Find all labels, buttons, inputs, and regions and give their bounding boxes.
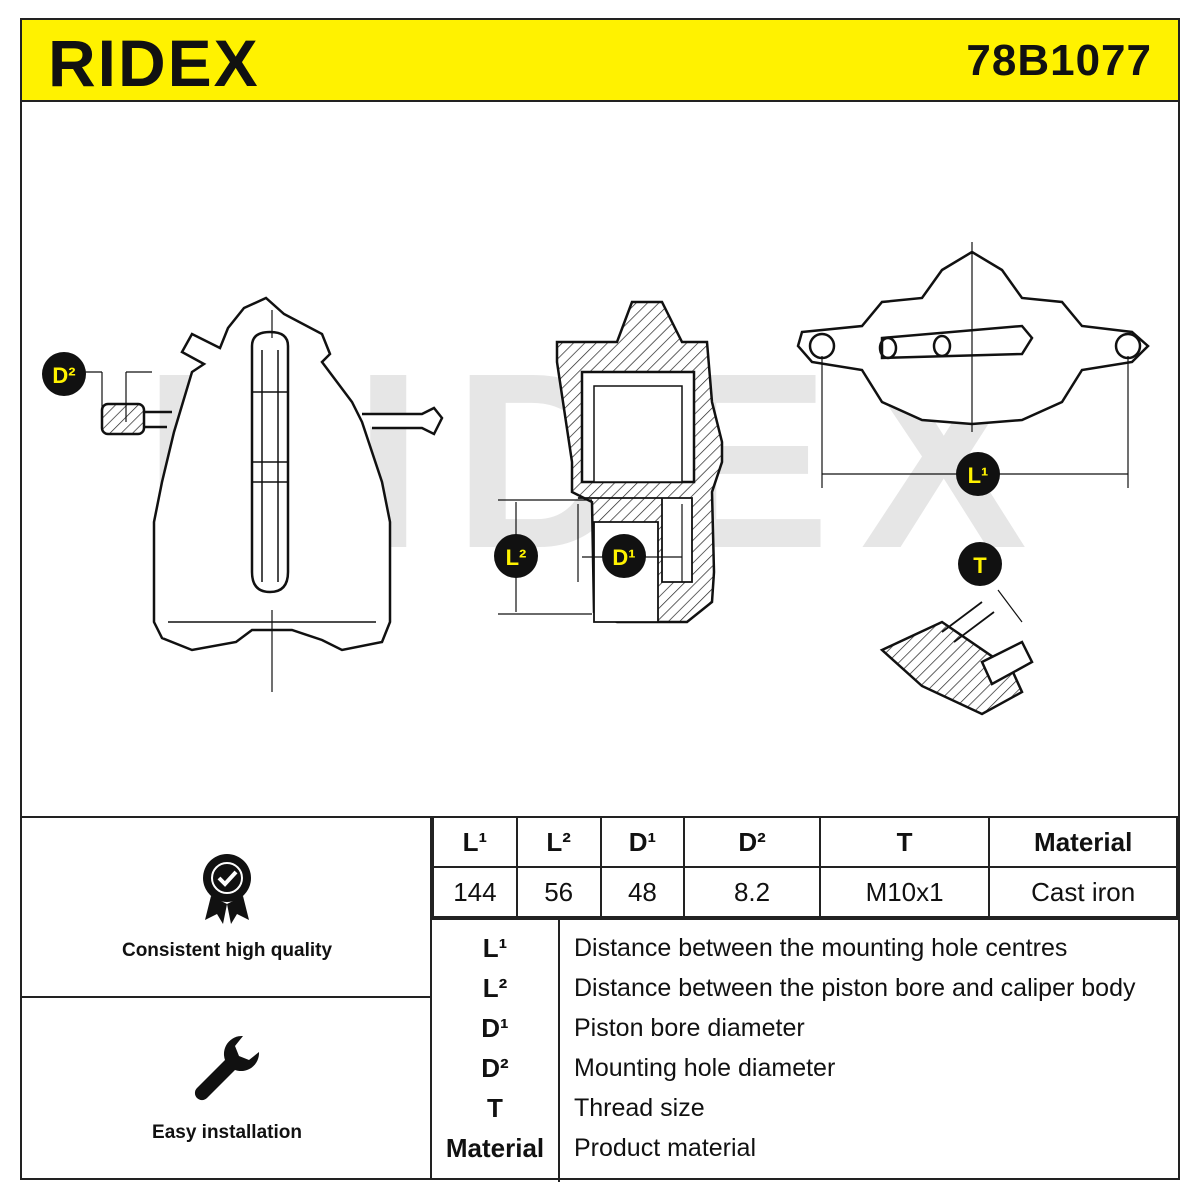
wrench-icon bbox=[194, 1035, 260, 1101]
l1-dimension-label: L¹ bbox=[956, 452, 1000, 496]
feature-label-quality: Consistent high quality bbox=[121, 940, 333, 961]
legend-description: Thread size bbox=[574, 1094, 705, 1122]
legend-description: Distance between the piston bore and cal… bbox=[574, 974, 1136, 1002]
feature-label-installation: Easy installation bbox=[152, 1122, 302, 1143]
header-bar: RIDEX 78B1077 bbox=[22, 20, 1178, 102]
legend-row: T Thread size bbox=[432, 1088, 1178, 1128]
product-sheet-frame: RIDEX 78B1077 RIDEX bbox=[20, 18, 1180, 1182]
svg-text:L²: L² bbox=[506, 545, 527, 570]
spec-header: L² bbox=[515, 816, 602, 868]
l2-dimension-label: L² bbox=[494, 534, 538, 578]
spec-header: T bbox=[818, 816, 991, 868]
legend-description: Piston bore diameter bbox=[574, 1014, 805, 1042]
spec-table-value-row: 144 56 48 8.2 M10x1 Cast iron bbox=[432, 866, 1178, 918]
legend-key: D² bbox=[481, 1053, 509, 1083]
legend-row: L² Distance between the piston bore and … bbox=[432, 968, 1178, 1008]
svg-text:D²: D² bbox=[52, 363, 75, 388]
spec-header: D¹ bbox=[599, 816, 686, 868]
legend-key: D¹ bbox=[481, 1013, 509, 1043]
legend-key: L¹ bbox=[482, 933, 508, 963]
legend-row: L¹ Distance between the mounting hole ce… bbox=[432, 928, 1178, 968]
legend-divider bbox=[558, 920, 560, 1182]
spec-value: Cast iron bbox=[988, 866, 1178, 918]
thread-detail-view bbox=[879, 589, 1034, 716]
spec-header: L¹ bbox=[432, 816, 518, 868]
legend-row: D² Mounting hole diameter bbox=[432, 1048, 1178, 1088]
legend-key: T bbox=[487, 1093, 503, 1123]
legend-description: Product material bbox=[574, 1134, 757, 1162]
spec-header: D² bbox=[683, 816, 821, 868]
quality-badge-icon bbox=[203, 854, 251, 924]
legend-row: Material Product material bbox=[432, 1128, 1178, 1168]
legend-key: L² bbox=[482, 973, 508, 1003]
spec-header: Material bbox=[988, 816, 1178, 868]
caliper-top-view bbox=[796, 242, 1150, 488]
technical-drawing: RIDEX D² bbox=[22, 102, 1178, 814]
caliper-drawing-svg: RIDEX D² bbox=[42, 242, 1150, 716]
svg-text:D¹: D¹ bbox=[612, 545, 635, 570]
legend-description: Mounting hole diameter bbox=[574, 1054, 836, 1082]
feature-installation: Easy installation bbox=[22, 998, 432, 1180]
feature-quality: Consistent high quality bbox=[22, 816, 432, 998]
spec-value: 8.2 bbox=[683, 866, 821, 918]
part-number: 78B1077 bbox=[966, 36, 1152, 85]
spec-value: 56 bbox=[515, 866, 602, 918]
spec-value: 48 bbox=[599, 866, 686, 918]
legend-key: Material bbox=[445, 1133, 545, 1163]
d2-dimension-label: D² bbox=[42, 352, 86, 396]
caliper-front-view bbox=[84, 296, 444, 692]
dimension-legend: L¹ Distance between the mounting hole ce… bbox=[432, 918, 1178, 1182]
spec-table-header-row: L¹ L² D¹ D² T Material bbox=[432, 816, 1178, 868]
svg-text:L¹: L¹ bbox=[968, 463, 989, 488]
brand-text: RIDEX bbox=[48, 28, 260, 96]
t-dimension-label: T bbox=[958, 542, 1002, 586]
svg-text:T: T bbox=[973, 553, 987, 578]
ridex-logo: RIDEX bbox=[48, 28, 260, 96]
legend-description: Distance between the mounting hole centr… bbox=[574, 934, 1068, 962]
spec-table: L¹ L² D¹ D² T Material 144 56 48 8.2 M10… bbox=[432, 816, 1178, 918]
d1-dimension-label: D¹ bbox=[602, 534, 646, 578]
spec-value: M10x1 bbox=[818, 866, 991, 918]
legend-row: D¹ Piston bore diameter bbox=[432, 1008, 1178, 1048]
spec-value: 144 bbox=[432, 866, 518, 918]
